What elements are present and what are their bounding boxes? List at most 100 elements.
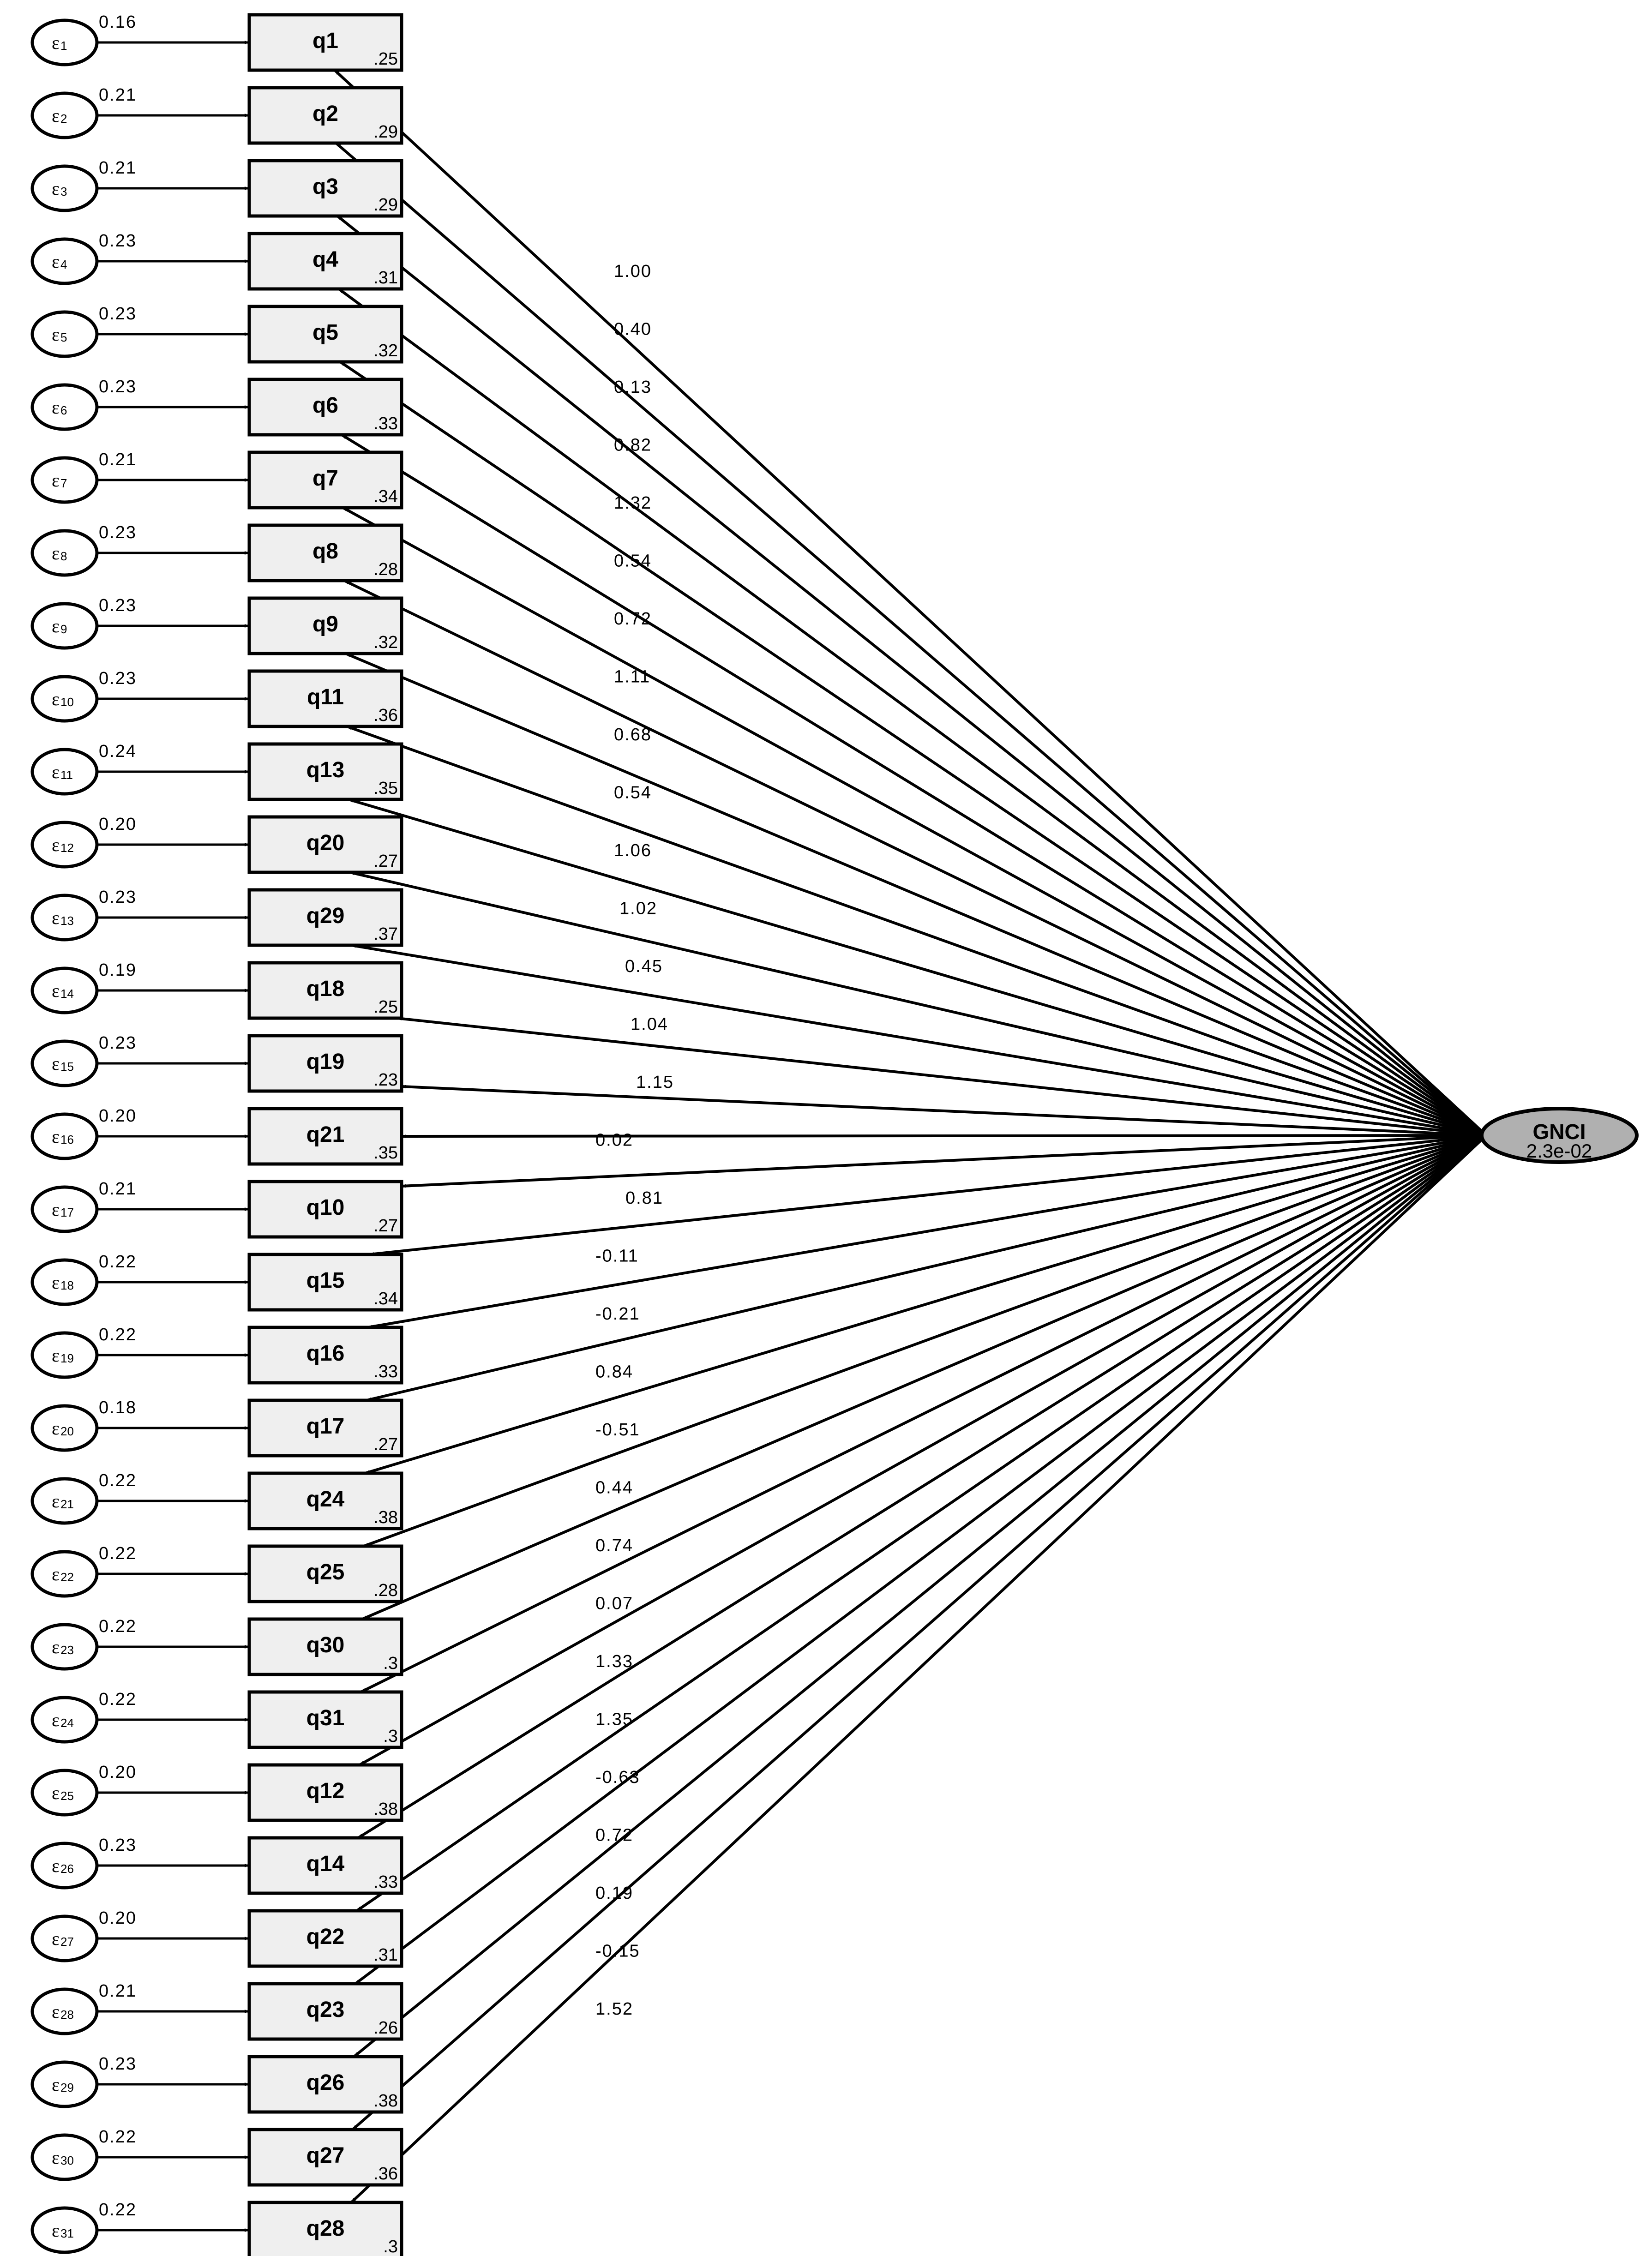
intercept-value: .23 <box>373 1070 398 1090</box>
observed-variable-name: q8 <box>312 539 338 564</box>
error-term-label: ε <box>52 543 60 564</box>
intercept-value: .35 <box>373 779 398 798</box>
error-term-index: 21 <box>60 1497 74 1511</box>
observed-variable-name: q16 <box>306 1341 345 1366</box>
intercept-value: .25 <box>373 997 398 1017</box>
loading-path <box>359 1134 1487 1766</box>
error-term-index: 18 <box>60 1278 74 1292</box>
intercept-value: .27 <box>373 1216 398 1236</box>
observed-variable-name: q15 <box>306 1268 345 1293</box>
loading-value: 0.54 <box>614 552 652 571</box>
error-term-label: ε <box>52 1782 60 1803</box>
loading-value: -0.11 <box>595 1247 639 1266</box>
error-term-index: 10 <box>60 695 74 709</box>
observed-variable-name: q20 <box>306 831 345 855</box>
error-term-index: 2 <box>60 112 67 126</box>
loading-value: 0.82 <box>614 436 652 455</box>
loading-path <box>396 1017 1487 1137</box>
intercept-value: .37 <box>373 924 398 944</box>
error-term-label: ε <box>52 1855 60 1876</box>
error-variance: 0.24 <box>99 742 137 761</box>
observed-variable-box <box>247 2128 403 2187</box>
intercept-value: .32 <box>373 341 398 360</box>
observed-variable-box <box>247 13 403 72</box>
observed-variable-name: q10 <box>306 1195 345 1220</box>
intercept-value: .29 <box>373 122 398 142</box>
observed-variable-box <box>247 1617 403 1676</box>
error-term-index: 28 <box>60 2008 74 2022</box>
loading-value: 1.00 <box>614 262 652 281</box>
error-term-index: 26 <box>60 1862 74 1876</box>
error-variance: 0.22 <box>99 2200 137 2220</box>
intercept-value: .28 <box>373 1581 398 1600</box>
loading-value: 0.68 <box>614 725 652 744</box>
observed-variable-name: q7 <box>312 466 338 491</box>
error-variance: 0.23 <box>99 1836 137 1855</box>
observed-variable-box <box>247 1982 403 2041</box>
loading-path <box>346 725 1487 1137</box>
error-term-label: ε <box>52 1345 60 1366</box>
intercept-value: .32 <box>373 633 398 652</box>
observed-variable-box <box>247 1107 403 1166</box>
loading-path <box>349 871 1487 1137</box>
error-term-label: ε <box>52 470 60 491</box>
observed-variable-name: q30 <box>306 1633 345 1657</box>
observed-variable-box <box>247 1763 403 1822</box>
observed-variable-box <box>247 1034 403 1093</box>
observed-variable-name: q31 <box>306 1706 345 1730</box>
intercept-value: .3 <box>383 1727 398 1746</box>
error-term-index: 13 <box>60 914 74 928</box>
loading-value: 0.44 <box>595 1478 633 1498</box>
error-variance: 0.23 <box>99 1033 137 1053</box>
observed-variable-name: q18 <box>306 977 345 1001</box>
error-term-index: 22 <box>60 1570 74 1584</box>
intercept-value: .34 <box>373 1289 398 1308</box>
observed-variable-name: q21 <box>306 1122 345 1147</box>
error-term-index: 8 <box>60 549 67 563</box>
observed-variable-box <box>247 1253 403 1312</box>
observed-variable-name: q1 <box>312 29 338 53</box>
loading-value: 1.15 <box>636 1073 674 1092</box>
observed-variable-box <box>247 2201 403 2256</box>
loading-value: 0.81 <box>625 1188 663 1208</box>
intercept-value: .27 <box>373 852 398 871</box>
error-variance: 0.23 <box>99 669 137 688</box>
error-variance: 0.23 <box>99 596 137 615</box>
observed-variable-name: q4 <box>312 247 338 272</box>
error-variance: 0.21 <box>99 158 137 178</box>
error-term-label: ε <box>52 1564 60 1584</box>
loading-value: 0.74 <box>595 1536 633 1555</box>
intercept-value: .3 <box>383 2237 398 2256</box>
error-term-index: 31 <box>60 2226 74 2240</box>
observed-variable-name: q13 <box>306 758 345 782</box>
error-term-index: 27 <box>60 1935 74 1949</box>
error-variance: 0.21 <box>99 1179 137 1199</box>
observed-variable-name: q17 <box>306 1414 345 1439</box>
error-variance: 0.21 <box>99 85 137 105</box>
intercept-value: .36 <box>373 2164 398 2184</box>
error-variance: 0.22 <box>99 2127 137 2147</box>
error-term-label: ε <box>52 689 60 709</box>
error-term-label: ε <box>52 105 60 126</box>
error-term-index: 23 <box>60 1643 74 1657</box>
latent-variance: 2.3e-02 <box>1526 1140 1592 1162</box>
observed-variable-name: q6 <box>312 393 338 418</box>
loading-value: 1.52 <box>595 1999 633 2019</box>
loading-value: 1.11 <box>614 667 650 687</box>
observed-variable-name: q12 <box>306 1779 345 1803</box>
error-term-label: ε <box>52 2147 60 2168</box>
error-term-label: ε <box>52 1126 60 1147</box>
loading-path <box>363 1134 1487 1548</box>
observed-variable-box <box>247 450 403 510</box>
error-variance: 0.23 <box>99 304 137 324</box>
